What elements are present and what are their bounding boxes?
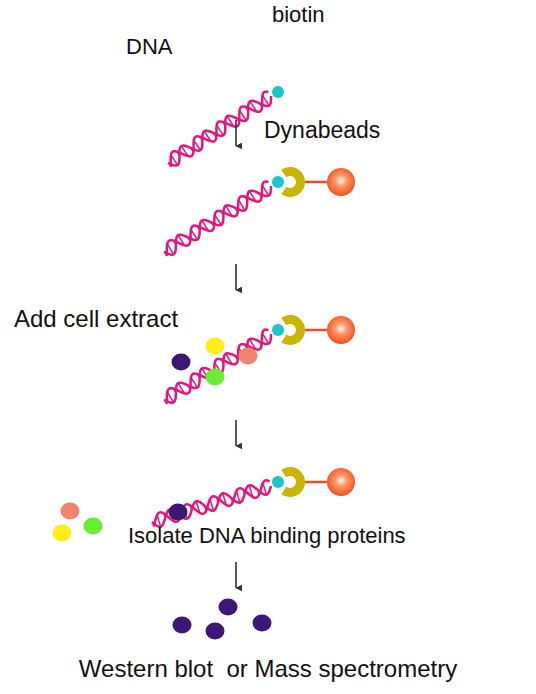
step-label: DNA [126, 35, 172, 59]
streptavidin [281, 167, 305, 197]
stage-eluted [173, 599, 272, 640]
streptavidin [281, 315, 305, 345]
dna-strand [166, 330, 268, 404]
stage-extract [164, 315, 355, 404]
protein [53, 525, 72, 542]
protein [169, 504, 188, 521]
streptavidin [281, 467, 305, 497]
step-label: biotin [272, 3, 325, 27]
step-arrow [235, 120, 237, 146]
step-arrow [235, 562, 237, 588]
protein [219, 599, 238, 616]
biotin-dot [272, 176, 284, 188]
dna-strand [152, 485, 271, 527]
protein [206, 369, 225, 386]
protein [239, 348, 258, 365]
linker [305, 181, 328, 184]
protein [206, 623, 225, 640]
protein [172, 354, 191, 371]
step-label: Western blot or Mass spectrometry [0, 656, 536, 682]
magnetic-bead [327, 468, 355, 496]
linker [305, 481, 328, 484]
protein [61, 503, 80, 520]
stage-beads [164, 167, 355, 256]
protein [84, 518, 103, 535]
step-label: Dynabeads [264, 118, 380, 143]
protein [253, 615, 272, 632]
biotin-dot [272, 86, 284, 98]
protein [206, 338, 225, 355]
dna-strand [171, 92, 269, 167]
protein [173, 617, 192, 634]
step-arrow [235, 264, 237, 290]
biotin-dot [272, 476, 284, 488]
biotin-dot [272, 324, 284, 336]
magnetic-bead [327, 316, 355, 344]
magnetic-bead [327, 168, 355, 196]
step-label: Isolate DNA binding proteins [128, 524, 406, 548]
dna-strand [166, 182, 268, 256]
linker [305, 329, 328, 332]
step-label: Add cell extract [14, 306, 178, 332]
dna-strand [153, 480, 269, 526]
step-arrow [235, 420, 237, 446]
